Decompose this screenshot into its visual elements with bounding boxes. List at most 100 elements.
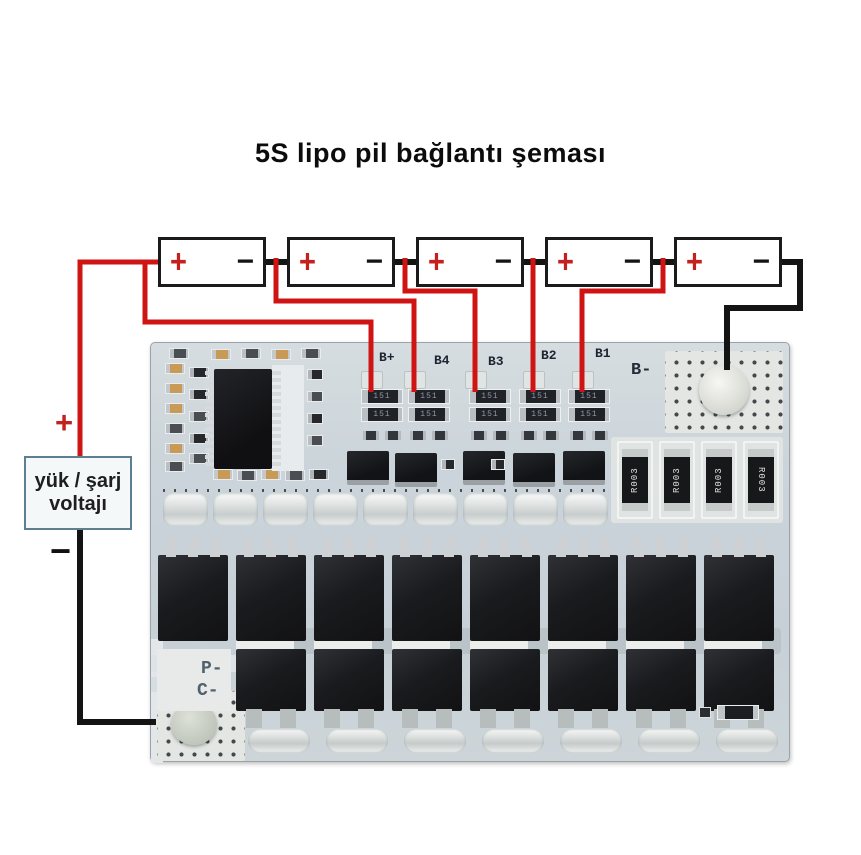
battery-4-plus-label: + [557,243,574,280]
mosfet [236,649,306,728]
label-b2: B2 [541,348,557,363]
smd-chip [271,349,291,360]
smd-chip [699,707,711,718]
wire-pack-positive-to-load [77,259,165,456]
smd-chip [592,431,608,440]
load-box-label-line2: voltajı [49,493,107,515]
battery-cell-3: + − [416,237,524,287]
chip-resistor: 151 [408,389,450,404]
smd-chip [165,461,185,472]
smd-chip [471,431,487,440]
battery-3-plus-label: + [428,243,445,280]
balance-resistor-group: 151 151 [359,343,405,443]
battery-cell-1: + − [158,237,266,287]
wire-b4 [273,258,417,392]
mosfet [314,649,384,728]
wire-b3 [402,258,478,392]
tinned-pad [313,493,358,526]
label-b3: B3 [488,354,504,369]
tinned-pad [413,493,458,526]
smd-chip [491,459,505,470]
chip-resistor: 151 [568,389,610,404]
tinned-pad [263,493,308,526]
smd-chip [441,459,455,470]
mosfet [626,538,696,641]
smd-chip [165,423,185,434]
load-voltage-box: yük / şarj voltajı [24,456,132,530]
load-plus-terminal-label: + [55,405,74,440]
smd-chip [410,431,426,440]
tinned-pad [560,729,622,753]
sot-transistor [347,451,389,485]
label-c-minus: C- [197,681,219,701]
wire-load-negative [77,527,156,725]
battery-cell-4: + − [545,237,653,287]
chip-resistor: 151 [361,389,403,404]
shunt-resistor: R003 [659,441,695,519]
bms-board: B+ B4 B3 B2 B1 B- 151 151 151 151 151 15… [150,342,790,763]
mosfet [704,538,774,641]
smd-chip [165,403,185,414]
smd-chip [213,469,233,480]
mosfet [392,649,462,728]
mosfet [626,649,696,728]
smd-chip [165,383,185,394]
balance-resistor-group: 151 151 [517,343,563,443]
tinned-pad [716,729,778,753]
protection-ic-chip [214,369,272,469]
tinned-pad [563,493,608,526]
shunt-body [706,449,732,511]
bare-pad [157,649,231,711]
label-b1: B1 [595,346,611,361]
label-b4: B4 [434,353,450,368]
smd-chip [165,363,185,374]
load-minus-terminal-label: − [50,530,72,571]
tinned-pad [163,493,208,526]
smd-chip [165,443,185,454]
tinned-pad [404,729,466,753]
battery-4-minus-label: − [623,245,641,278]
wire-b1 [579,258,666,392]
balance-resistor-group: 151 151 [467,343,513,443]
smd-chip [309,469,329,480]
balance-resistor-group: 151 151 [406,343,452,443]
shunt-body [622,449,648,511]
tinned-pad [213,493,258,526]
ic-pins-right [272,371,281,467]
smd-chip [261,469,281,480]
smd-chip [432,431,448,440]
battery-1-minus-label: − [236,245,254,278]
tinned-pad [463,493,508,526]
chip-resistor: 151 [519,389,561,404]
smd-chip [241,348,261,359]
shunt-resistor: R003 [743,441,779,519]
battery-cell-2: + − [287,237,395,287]
tinned-pad [513,493,558,526]
smd-chip [521,431,537,440]
ic-pins-left [205,371,214,467]
shunt-resistor: R003 [701,441,737,519]
load-box-label-line1: yük / şarj [34,470,122,492]
battery-5-plus-label: + [686,243,703,280]
mosfet [236,538,306,641]
smd-chip [307,369,323,380]
smd-chip [307,413,323,424]
wire-pack-negative [724,259,803,370]
smd-chip [493,431,509,440]
smd-chip [307,435,323,446]
battery-2-plus-label: + [299,243,316,280]
shunt-label: R003 [756,467,766,493]
chip-resistor: 151 [408,407,450,422]
label-p-minus: P- [201,659,223,679]
via-tick-row [163,489,615,492]
sot-transistor [513,453,555,487]
balance-resistor-group: 151 151 [566,343,612,443]
smd-chip [717,705,759,720]
tinned-pad [363,493,408,526]
mosfet [392,538,462,641]
smd-chip [385,431,401,440]
tinned-pad [638,729,700,753]
shunt-body [664,449,690,511]
